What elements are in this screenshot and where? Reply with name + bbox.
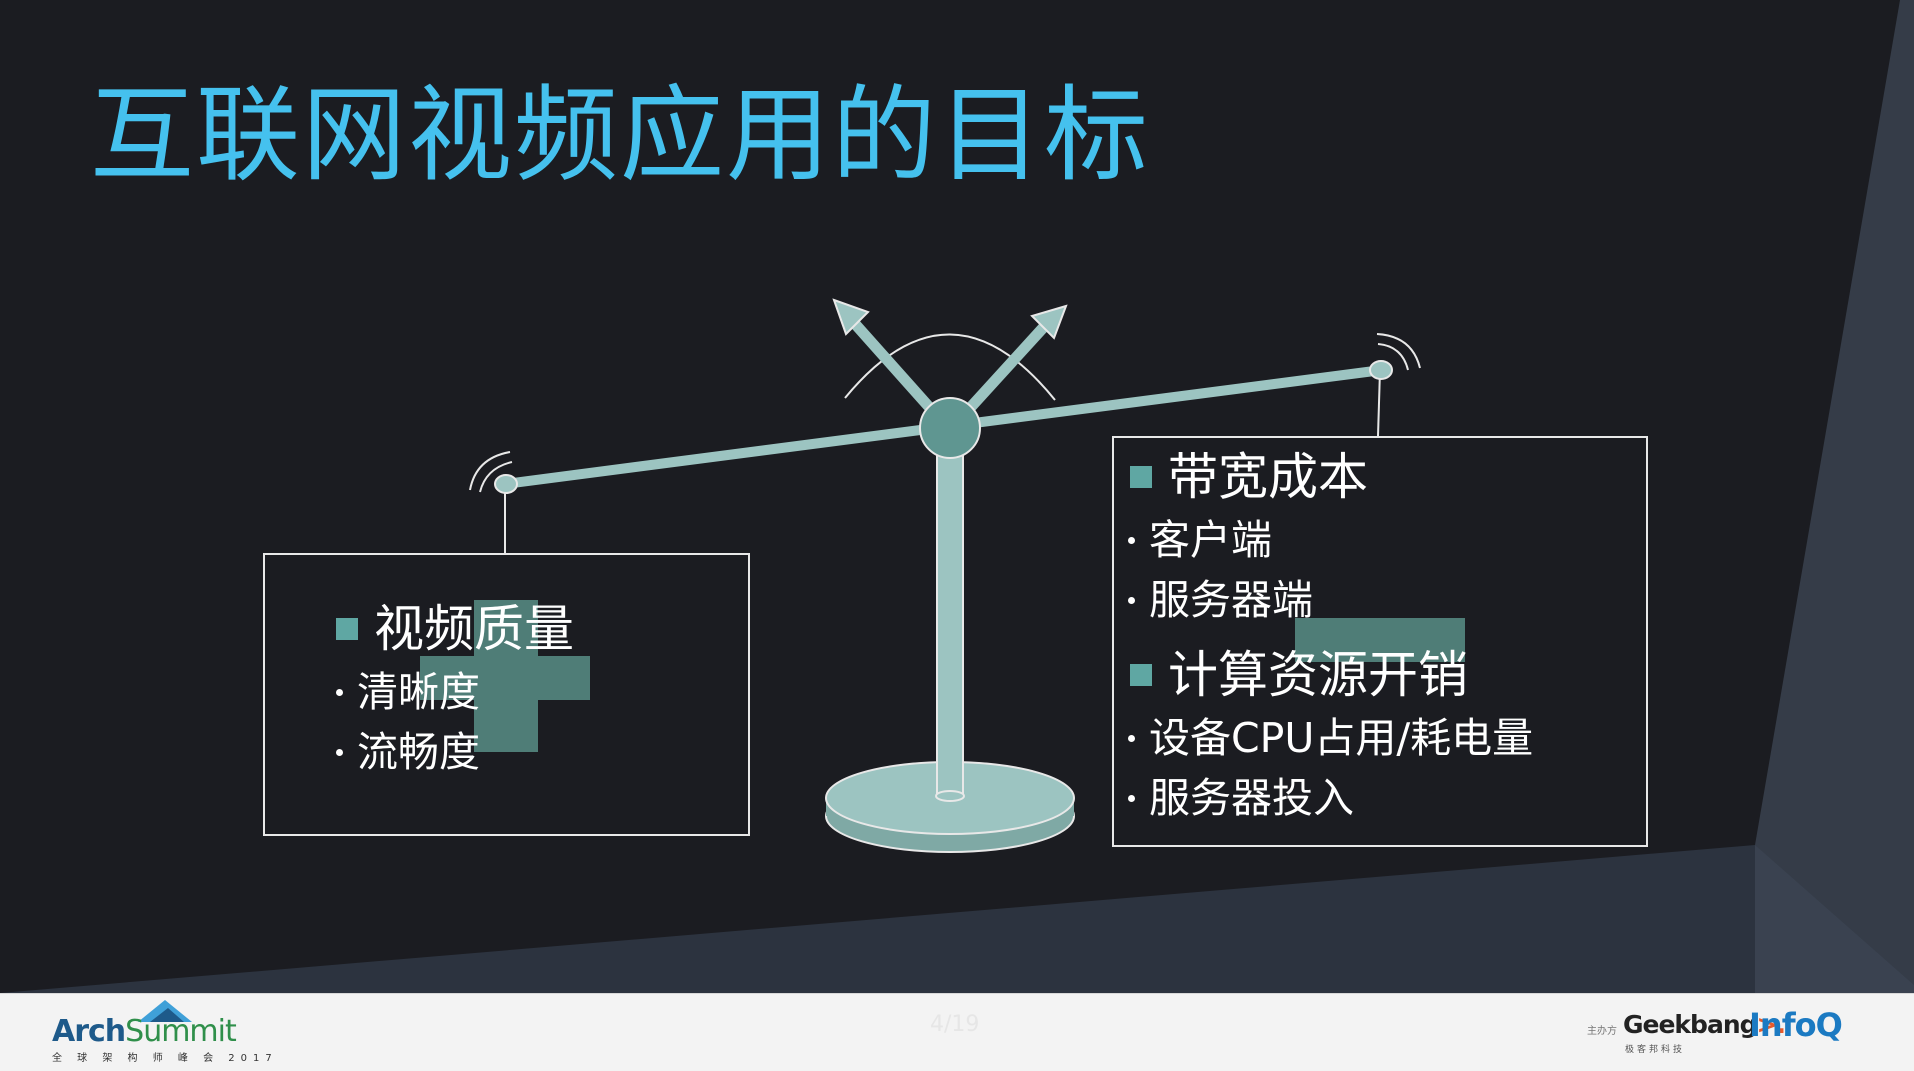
left-arrow-shaft [843,312,935,412]
left-wobble-mark-outer [479,461,513,493]
accent-block [474,600,538,752]
list-item-text: 服务器端 [1149,576,1313,624]
left-wobble-mark [469,451,511,491]
pole-foot [935,790,965,802]
right-wobble-mark-inner [1377,343,1409,371]
left-arrow-head [832,298,870,336]
list-item: 清晰度 [336,672,480,713]
geekbang-subtitle: 极客邦科技 [1625,1045,1686,1055]
organizer-label: 主办方 [1587,1026,1617,1037]
list-item-text: 服务器投入 [1149,774,1354,822]
slide-title: 互联网视频应用的目标 [90,74,1151,196]
balance-scale-illustration [469,298,1421,853]
list-item: 服务器端 [1128,580,1313,621]
geekbang-arrow: >. [1756,1010,1786,1039]
list-item: 设备CPU占用/耗电量 [1128,718,1533,759]
list-item-text: 设备CPU占用/耗电量 [1149,714,1534,762]
geekbang-name: Geekbang [1623,1010,1758,1039]
heading-text: 计算资源开销 [1168,646,1468,704]
footer-bar: ArchSummit 全 球 架 构 师 峰 会 2017 4/19 主办方 G… [0,993,1914,1071]
list-item: 服务器投入 [1128,778,1354,819]
bandwidth-cost-heading: 带宽成本 [1130,452,1368,502]
infoq-logo: InfoQ [1749,1006,1843,1044]
video-quality-box [263,553,750,836]
scale-pivot [919,397,981,459]
right-arrow-head [1030,304,1068,340]
bullet-dot [1128,795,1135,802]
bullet-dot [1128,537,1135,544]
bullet-square [1130,664,1152,686]
cost-box [1112,436,1648,847]
bullet-dot [336,689,343,696]
background-decoration [0,0,1914,993]
mountain-logo-icon [138,1000,192,1022]
accent-block [1295,618,1465,662]
list-item-text: 流畅度 [357,728,480,776]
right-arrow-shaft [965,314,1057,412]
brand-tagline: 全 球 架 构 师 峰 会 2017 [52,1053,278,1064]
slide: 互联网视频应用的目标 视频质量 [0,0,1914,993]
list-item: 流畅度 [336,732,480,773]
heading-text: 带宽成本 [1168,448,1368,506]
right-knob [1369,360,1393,380]
page-number: 4/19 [930,1012,980,1037]
bullet-square [1130,466,1152,488]
heading-text: 视频质量 [374,600,574,658]
geekbang-logo: Geekbang>. [1623,1010,1786,1039]
scale-pole [936,439,964,797]
video-quality-heading: 视频质量 [336,604,574,654]
right-wobble-mark [1376,333,1421,369]
bullet-dot [1128,735,1135,742]
left-knob [494,474,518,494]
compute-cost-heading: 计算资源开销 [1130,650,1468,700]
brand-name-arch: Arch [52,1014,126,1049]
brand-name-summit: Summit [125,1014,237,1049]
list-item: 客户端 [1128,520,1272,561]
bullet-dot [1128,597,1135,604]
pivot-arc [844,333,1056,401]
bullet-dot [336,749,343,756]
list-item-text: 客户端 [1149,516,1272,564]
list-item-text: 清晰度 [357,668,480,716]
archsummit-logo: ArchSummit [52,1014,237,1049]
bullet-square [336,618,358,640]
right-hanger [1377,369,1381,437]
